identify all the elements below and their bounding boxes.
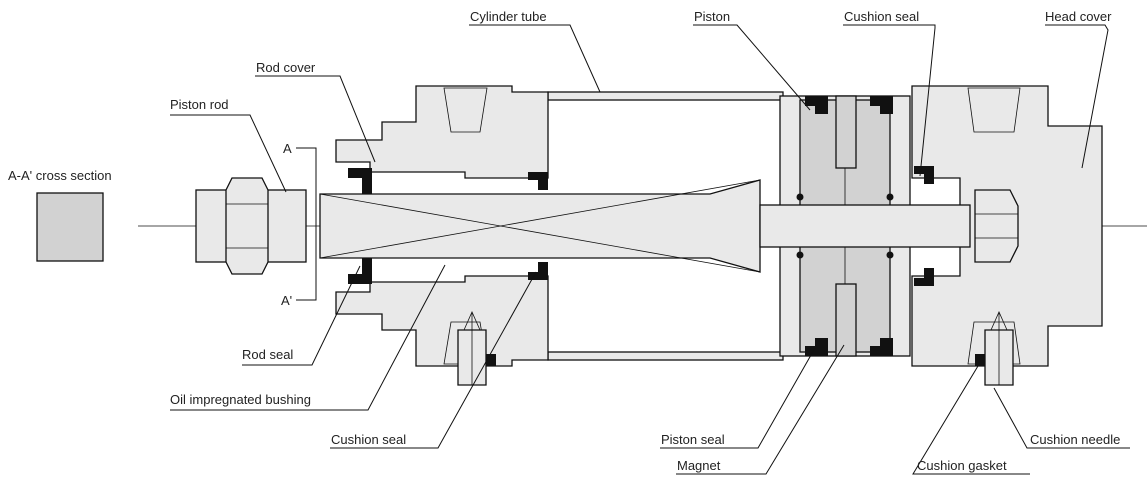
rod-end-nut — [195, 177, 307, 275]
cylinder-tube-top-wall — [547, 91, 784, 101]
cushion-seal-head-marks — [914, 166, 934, 286]
leader-cylinder-tube — [469, 24, 601, 93]
label-cylinder-tube: Cylinder tube — [470, 9, 547, 24]
leader-rod-cover — [255, 75, 376, 163]
leader-bushing — [170, 264, 446, 411]
label-section-title: A-A' cross section — [8, 168, 112, 183]
leader-cushion-seal-bottom — [330, 271, 537, 449]
label-cushion-gasket: Cushion gasket — [917, 458, 1007, 473]
leader-cushion-seal-top — [843, 24, 936, 177]
leader-rod-seal — [242, 265, 361, 366]
label-bushing: Oil impregnated bushing — [170, 392, 311, 407]
leader-piston — [693, 24, 811, 111]
label-section-a: A — [283, 141, 292, 156]
leader-cushion-gasket — [912, 365, 1030, 475]
head-end-nut — [974, 189, 1019, 263]
piston-o-rings — [796, 193, 894, 259]
leader-piston-seal — [660, 347, 816, 449]
leader-magnet — [676, 344, 845, 475]
leader-head-cover — [1045, 24, 1109, 169]
label-piston-seal: Piston seal — [661, 432, 725, 447]
label-cushion-seal-bottom: Cushion seal — [331, 432, 406, 447]
cushion-needle-right — [975, 311, 1014, 386]
label-cushion-needle: Cushion needle — [1030, 432, 1120, 447]
cross-section-square — [36, 192, 104, 262]
label-rod-seal: Rod seal — [242, 347, 293, 362]
leader-cushion-needle — [993, 387, 1130, 449]
leader-piston-rod — [170, 114, 287, 193]
label-rod-cover: Rod cover — [256, 60, 316, 75]
piston-seal-marks — [805, 96, 893, 356]
cylinder-tube-bottom-wall — [547, 351, 784, 361]
label-section-a-prime: A' — [281, 293, 292, 308]
label-cushion-seal-top: Cushion seal — [844, 9, 919, 24]
cushion-needle-left — [457, 311, 496, 386]
label-piston: Piston — [694, 9, 730, 24]
label-piston-rod: Piston rod — [170, 97, 229, 112]
section-a-marker — [296, 147, 317, 301]
cushion-seal-rod-marks — [528, 172, 548, 280]
label-magnet: Magnet — [677, 458, 721, 473]
piston-rod — [319, 179, 971, 273]
label-head-cover: Head cover — [1045, 9, 1112, 24]
